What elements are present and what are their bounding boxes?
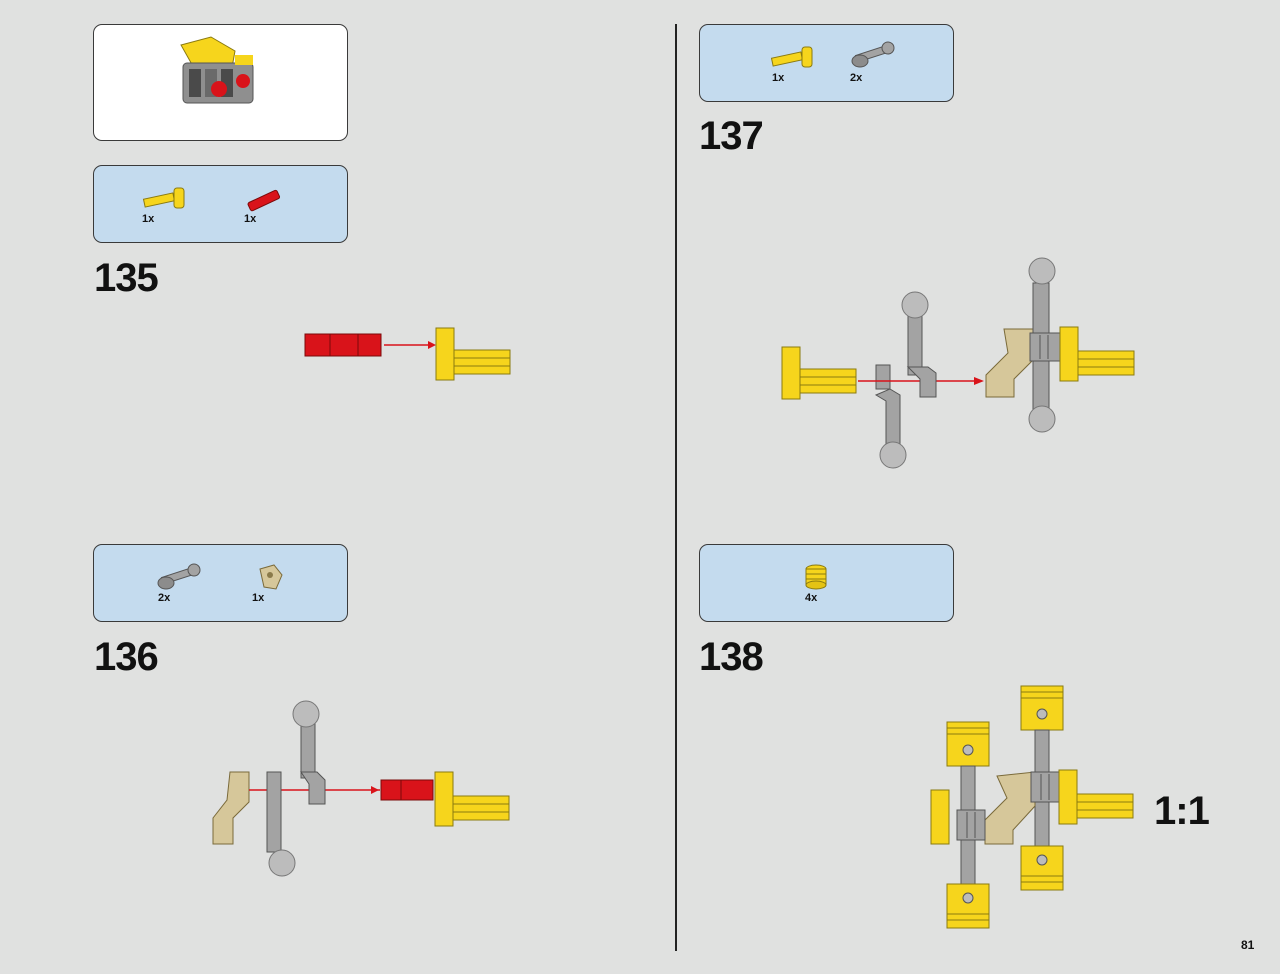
step-number: 138 <box>699 635 764 679</box>
parts-box-step-137: 1x 2x <box>699 24 954 102</box>
tan-crank-piece-icon <box>259 564 283 590</box>
step-136-illustration <box>212 700 510 877</box>
parts-box-step-136: 2x 1x <box>93 544 348 622</box>
step-138-illustration <box>930 685 1134 929</box>
step-137-illustration <box>781 257 1135 469</box>
step-number: 135 <box>94 256 159 300</box>
parts-box-step-138: 4x <box>699 544 954 622</box>
red-connector-pin-icon <box>247 189 281 212</box>
parts-box-step-135: 1x 1x <box>93 165 348 243</box>
step-number: 136 <box>94 635 159 679</box>
part-qty: 1x <box>252 592 265 604</box>
step-135-illustration <box>304 327 511 381</box>
part-qty: 1x <box>142 213 155 225</box>
engine-block-submodel-icon <box>180 36 254 104</box>
part-qty: 2x <box>158 592 171 604</box>
gray-ball-joint-rod-icon <box>157 563 201 590</box>
yellow-piston-icon <box>805 564 827 590</box>
scale-label: 1:1 <box>1154 789 1210 833</box>
part-qty: 2x <box>850 72 863 84</box>
column-divider <box>675 24 677 951</box>
part-qty: 1x <box>244 213 257 225</box>
yellow-axle-with-stop-icon <box>142 187 185 209</box>
step-number: 137 <box>699 114 764 158</box>
gray-ball-joint-rod-icon <box>851 41 895 68</box>
part-qty: 4x <box>805 592 818 604</box>
page-number: 81 <box>1241 938 1255 952</box>
part-qty: 1x <box>772 72 785 84</box>
yellow-axle-with-stop-icon <box>770 46 813 68</box>
submodel-preview-box <box>93 24 348 141</box>
